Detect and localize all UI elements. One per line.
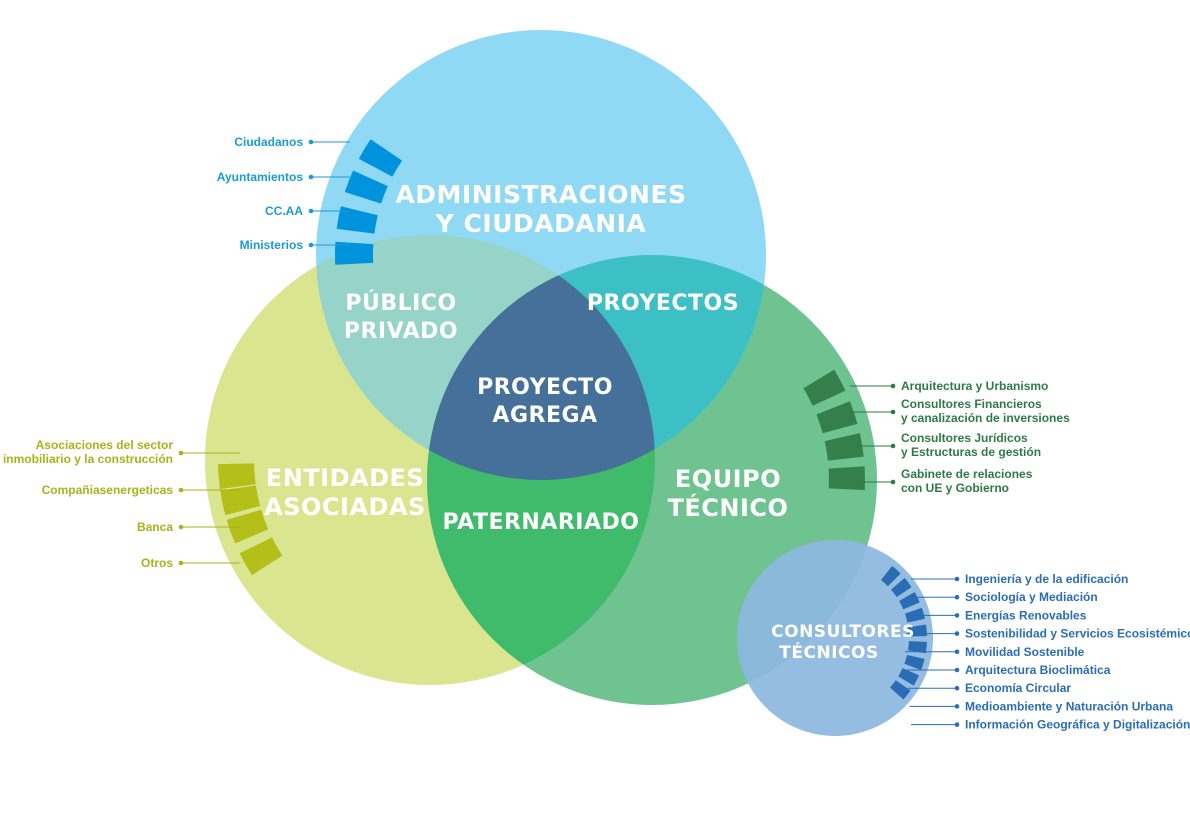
admin-item-dot bbox=[308, 174, 314, 180]
consultores-item-dot bbox=[954, 685, 960, 691]
consultores-title-line2: TÉCNICOS bbox=[779, 641, 878, 663]
consultores-item-dot bbox=[954, 613, 960, 618]
proyecto-agrega-line2: AGREGA bbox=[492, 403, 597, 428]
entidades-item-dot bbox=[178, 487, 184, 493]
proyecto-agrega-center bbox=[427, 255, 655, 480]
consultores-item-label: Arquitectura Bioclimática bbox=[965, 663, 1111, 677]
consultores-segment-5 bbox=[907, 641, 927, 654]
entidades-segments bbox=[218, 463, 283, 576]
equipo-title-line2: TÉCNICO bbox=[668, 493, 789, 522]
consultores-item-dot bbox=[954, 649, 960, 655]
equipo-item-label: Consultores Jurídicos bbox=[901, 431, 1028, 445]
consultores-item-label: Movilidad Sostenible bbox=[965, 645, 1085, 659]
equipo-segment-2 bbox=[824, 433, 864, 461]
consultores-segment-1 bbox=[891, 577, 912, 598]
consultores-item-dot bbox=[954, 667, 960, 673]
consultores-segment-8 bbox=[889, 680, 911, 700]
admin-item-label: Ayuntamientos bbox=[217, 170, 304, 184]
admin-item-label: Ministerios bbox=[240, 238, 304, 252]
entidades-item-dot bbox=[178, 524, 184, 530]
equipo-item-label: y Estructuras de gestión bbox=[901, 445, 1041, 459]
entidades-segment-2 bbox=[226, 509, 269, 544]
admin-segment-0 bbox=[358, 139, 403, 177]
admin-item-dot bbox=[308, 139, 314, 145]
consultores-item-label: Medioambiente y Naturación Urbana bbox=[965, 699, 1173, 713]
consultores-item-dot bbox=[954, 722, 960, 727]
consultores-labels: Ingeniería y de la edificaciónSociología… bbox=[905, 572, 1190, 732]
paternariado-label: PATERNARIADO bbox=[443, 510, 640, 535]
consultores-title-line1: CONSULTORES bbox=[771, 622, 915, 642]
equipo-segment-0 bbox=[803, 369, 846, 406]
equipo-item-dot bbox=[890, 409, 896, 415]
equipo-segments bbox=[803, 369, 865, 491]
consultores-item-dot bbox=[954, 631, 960, 636]
entidades-segment-3 bbox=[239, 537, 283, 576]
entidades-title-line2: ASOCIADAS bbox=[264, 493, 426, 521]
admin-item-label: Ciudadanos bbox=[234, 135, 303, 149]
entidades-item-label: Compañiasenergeticas bbox=[42, 483, 174, 497]
consultores-item-label: Información Geográfica y Digitalización bbox=[965, 718, 1190, 732]
entidades-segment-1 bbox=[220, 485, 261, 516]
consultores-item-label: Ingeniería y de la edificación bbox=[965, 572, 1128, 586]
equipo-segment-3 bbox=[828, 466, 865, 491]
consultores-item-dot bbox=[954, 594, 960, 600]
admin-segment-1 bbox=[344, 170, 388, 204]
equipo-item-label: Consultores Financieros bbox=[901, 397, 1042, 411]
publico-label-line2: PRIVADO bbox=[344, 319, 458, 344]
entidades-title-line1: ENTIDADES bbox=[266, 464, 424, 492]
consultores-item-dot bbox=[954, 576, 960, 582]
equipo-item-label: y canalización de inversiones bbox=[901, 411, 1070, 425]
administraciones-title-line1: ADMINISTRACIONES bbox=[395, 180, 686, 209]
equipo-item-dot bbox=[890, 479, 896, 485]
equipo-item-label: Arquitectura y Urbanismo bbox=[901, 379, 1048, 393]
consultores-segment-7 bbox=[898, 668, 920, 686]
consultores-segment-6 bbox=[904, 654, 925, 671]
consultores-segment-0 bbox=[880, 565, 901, 587]
equipo-segment-1 bbox=[816, 401, 858, 434]
consultores-circle bbox=[737, 540, 933, 736]
entidades-item-dot bbox=[178, 450, 184, 456]
equipo-title-line1: EQUIPO bbox=[675, 465, 781, 493]
admin-item-label: CC.AA bbox=[265, 204, 303, 218]
admin-segment-2 bbox=[336, 206, 378, 234]
entidades-item-label: inmobiliario y la construcción bbox=[3, 452, 173, 466]
equipo-item-dot bbox=[890, 383, 896, 389]
admin-segment-3 bbox=[335, 241, 374, 265]
equipo-item-label: con UE y Gobierno bbox=[901, 481, 1009, 495]
consultores-item-label: Sociología y Mediación bbox=[965, 590, 1098, 604]
entidades-item-label: Otros bbox=[141, 556, 173, 570]
publico-label-line1: PÚBLICO bbox=[345, 290, 456, 316]
consultores-item-dot bbox=[954, 704, 960, 709]
equipo-item-label: Gabinete de relaciones bbox=[901, 467, 1033, 481]
consultores-item-label: Sostenibilidad y Servicios Ecosistémicos bbox=[965, 627, 1190, 641]
entidades-item-label: Asociaciones del sector bbox=[36, 438, 174, 452]
administraciones-title-line2: Y CIUDADANIA bbox=[435, 209, 647, 238]
admin-segments bbox=[335, 139, 403, 265]
proyecto-agrega-line1: PROYECTO bbox=[477, 375, 613, 400]
equipo-item-dot bbox=[890, 443, 896, 449]
entidades-item-label: Banca bbox=[137, 520, 173, 534]
consultores-item-label: Economía Circular bbox=[965, 681, 1071, 695]
admin-item-dot bbox=[308, 242, 314, 248]
proyectos-label: PROYECTOS bbox=[587, 291, 739, 316]
entidades-item-dot bbox=[178, 560, 184, 566]
consultores-segment-2 bbox=[899, 592, 920, 610]
admin-item-dot bbox=[308, 208, 314, 214]
consultores-item-label: Energías Renovables bbox=[965, 608, 1087, 622]
entidades-segment-0 bbox=[218, 463, 256, 490]
